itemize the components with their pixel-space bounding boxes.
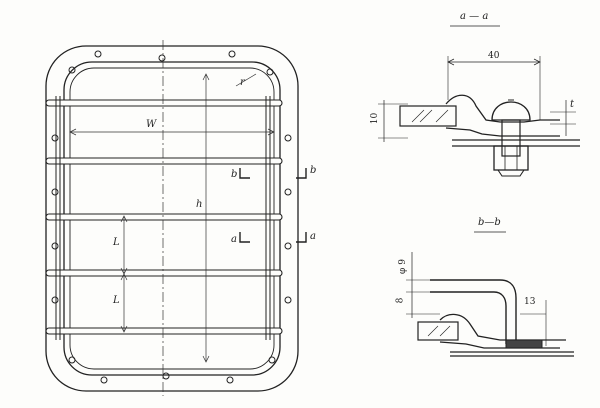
bolt-hole bbox=[268, 356, 276, 364]
bolt-hole bbox=[228, 50, 236, 58]
weld bbox=[505, 339, 543, 349]
section-aa-thickness-dim: t bbox=[570, 99, 575, 110]
section-b-marker-left: b bbox=[231, 169, 238, 180]
section-b-marker-right: b bbox=[310, 165, 317, 176]
section-bb-height-dim: 8 bbox=[395, 297, 406, 304]
bolt-shank bbox=[501, 119, 521, 157]
section-bb-diameter-dim: φ 9 bbox=[397, 259, 408, 274]
bolt-hole bbox=[284, 242, 292, 250]
guard-bar bbox=[45, 213, 283, 221]
bolt-hole bbox=[162, 372, 170, 380]
guard-bar bbox=[45, 157, 283, 165]
section-a-marker-right: a bbox=[310, 231, 316, 242]
guard-bars bbox=[45, 99, 283, 335]
spacing-label-2: L bbox=[113, 295, 120, 306]
guard-rod bbox=[430, 279, 517, 344]
bolt-hole bbox=[51, 242, 59, 250]
bolt-hole bbox=[266, 68, 274, 76]
nut bbox=[493, 145, 529, 171]
bolt-hole bbox=[284, 296, 292, 304]
section-bb-title: b—b bbox=[478, 217, 501, 228]
glass-pane-bb bbox=[417, 321, 459, 341]
glass-pane bbox=[399, 105, 457, 127]
width-label: W bbox=[146, 119, 157, 130]
guard-bar bbox=[45, 327, 283, 335]
bolt-hole bbox=[51, 296, 59, 304]
section-a-marker-left: a bbox=[231, 234, 237, 245]
corner-radius-label: r bbox=[240, 77, 245, 88]
section-aa-title: a — a bbox=[460, 11, 489, 22]
frame-profile-bb bbox=[439, 313, 566, 341]
frame-profile bbox=[445, 94, 560, 123]
bolt-hole bbox=[226, 376, 234, 384]
bolt-head bbox=[491, 101, 531, 121]
bolt-hole bbox=[100, 376, 108, 384]
bolt-hole bbox=[158, 54, 166, 62]
bolt-hole bbox=[94, 50, 102, 58]
bolt-hole bbox=[51, 134, 59, 142]
bolt-hole bbox=[68, 66, 76, 74]
height-label: h bbox=[196, 199, 203, 210]
spacing-label-1: L bbox=[113, 237, 120, 248]
guard-bar bbox=[45, 269, 283, 277]
bolt-hole bbox=[51, 188, 59, 196]
section-aa-width-dim: 40 bbox=[488, 51, 500, 61]
section-bb-side-dim: 13 bbox=[524, 297, 536, 307]
bolt-holes bbox=[51, 50, 292, 384]
bolt-hole bbox=[68, 356, 76, 364]
bolt-hole bbox=[284, 134, 292, 142]
bolt-hole bbox=[284, 188, 292, 196]
guard-bar bbox=[45, 99, 283, 107]
